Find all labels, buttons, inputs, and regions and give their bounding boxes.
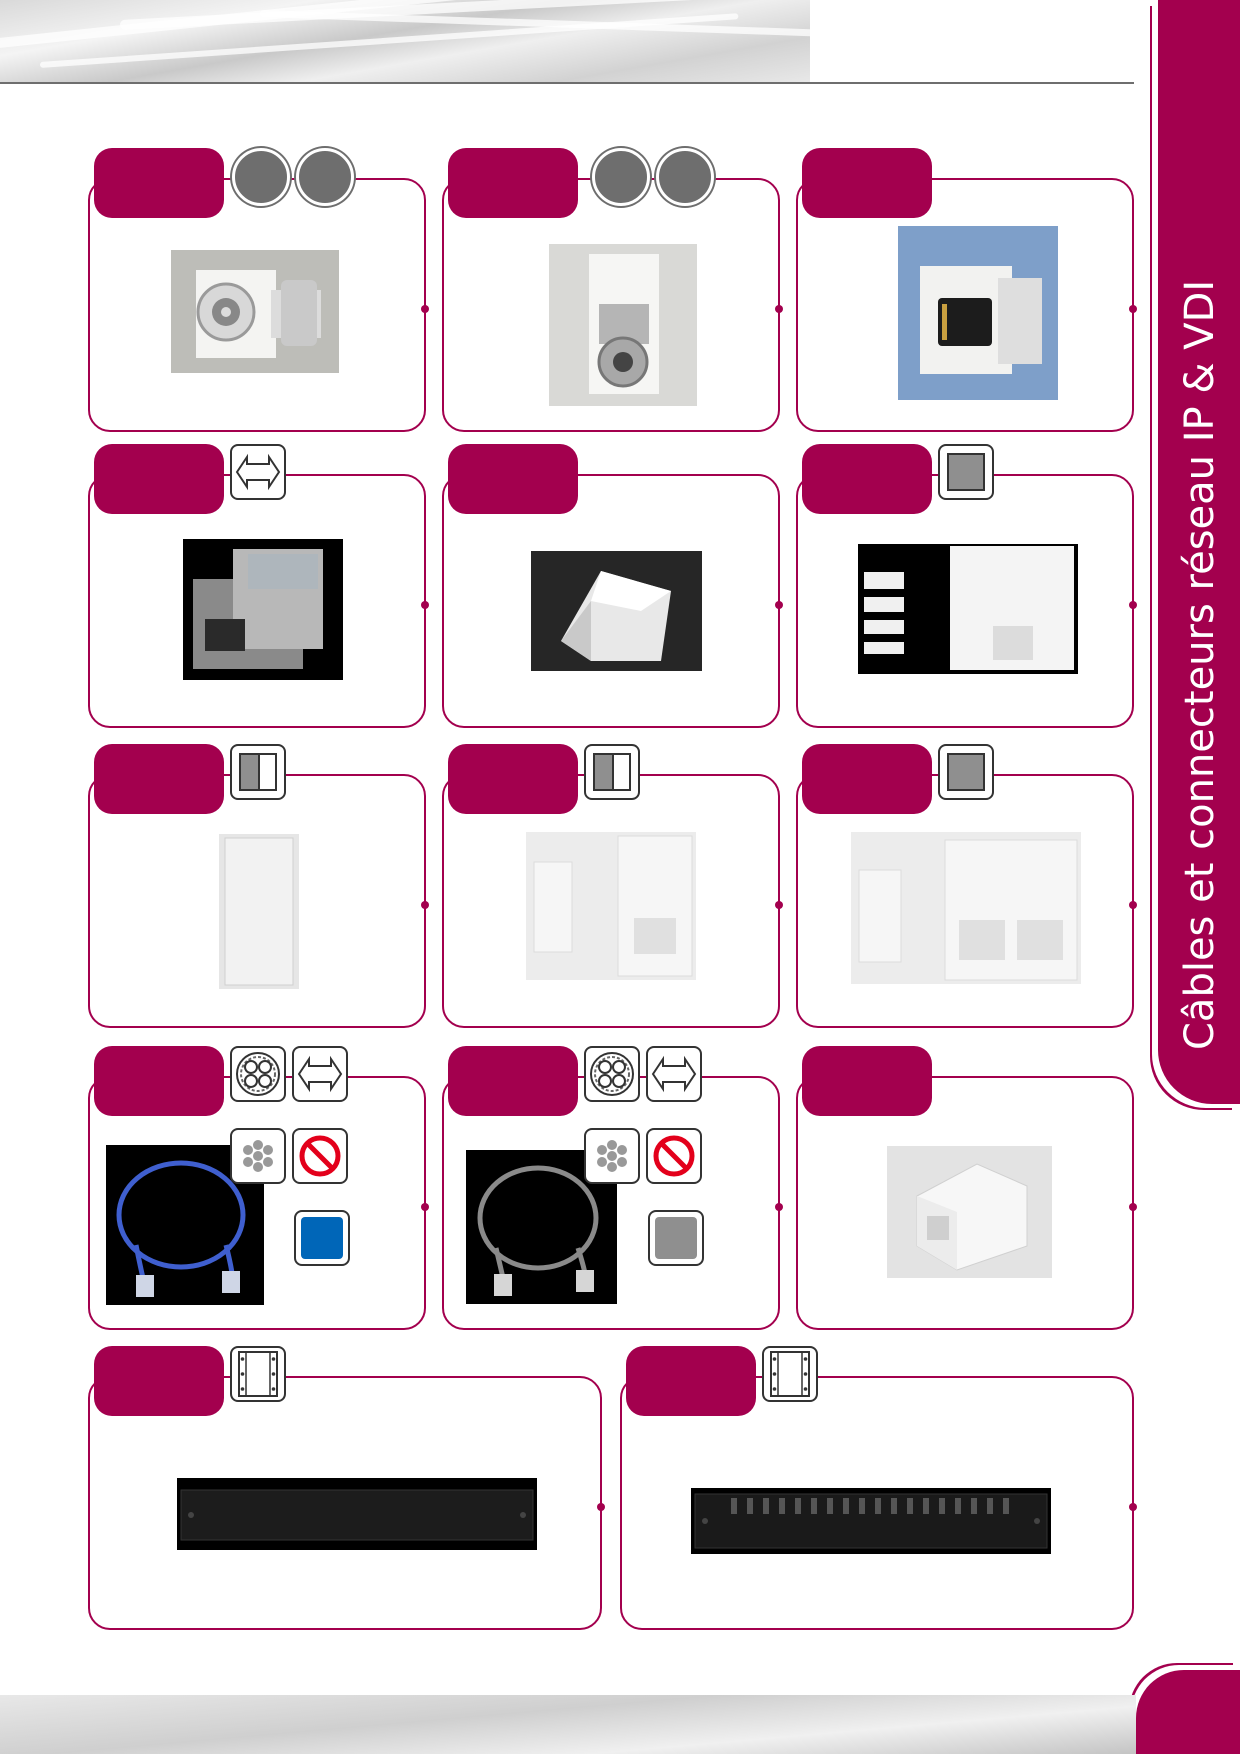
stranded-wire-icon: [230, 1128, 286, 1184]
half-module-icon: [584, 744, 640, 800]
shielded-rj45-keystone: [183, 539, 343, 680]
badge-group: [938, 744, 994, 800]
product-label: [94, 444, 224, 514]
card-frame: [88, 1376, 605, 1630]
product-card-cable-manager: [620, 1346, 1137, 1630]
product-label: [448, 444, 578, 514]
product-label: [448, 1046, 578, 1116]
product-label: [802, 148, 932, 218]
four-pair-icon: [584, 1046, 640, 1102]
product-label: [94, 1346, 224, 1416]
product-label: [94, 1046, 224, 1116]
product-card-f-type: [442, 148, 783, 432]
header-rule: [0, 82, 1134, 84]
product-card-half-plate: [442, 744, 783, 1028]
bidirectional-arrow-icon: [292, 1046, 348, 1102]
product-label: [448, 744, 578, 814]
rack-unit-icon: [762, 1346, 818, 1402]
product-card-patch-grey: [442, 1046, 783, 1330]
page-corner-tab: [1136, 1670, 1240, 1754]
half-module-icon: [230, 744, 286, 800]
product-card-dual-plate: [796, 744, 1137, 1028]
chapter-title: Câbles et connecteurs réseau IP & VDI: [1177, 279, 1223, 1050]
badge-group-secondary: [230, 1128, 348, 1184]
blue-swatch-icon: [294, 1210, 350, 1266]
bidirectional-arrow-icon: [646, 1046, 702, 1102]
badge-group: [230, 444, 286, 500]
card-frame: [442, 474, 783, 728]
badge-group-color: [648, 1210, 704, 1266]
product-card-bnc: [88, 148, 429, 432]
badge-group: [230, 744, 286, 800]
product-label: [626, 1346, 756, 1416]
badge-group-color: [294, 1210, 350, 1266]
card-frame: [620, 1376, 1137, 1630]
1u-blank-panel: [177, 1478, 537, 1550]
product-card-hdmi: [796, 148, 1137, 432]
badge-group: [592, 148, 714, 206]
hdmi-keystone-connector: [898, 226, 1058, 400]
card-frame: [796, 1076, 1137, 1330]
grey-swatch-icon: [648, 1210, 704, 1266]
badge-group: [584, 1046, 702, 1102]
grey-square-icon: [938, 744, 994, 800]
product-card-blank-panel: [88, 1346, 605, 1630]
product-card-patch-blue: [88, 1046, 429, 1330]
product-card-rj45-shielded: [88, 444, 429, 728]
grey-square-icon: [938, 444, 994, 500]
badge-group: [232, 148, 354, 206]
rack-unit-icon: [230, 1346, 286, 1402]
product-label: [802, 744, 932, 814]
single-port-faceplate: [858, 544, 1078, 674]
product-card-angled-adapter: [442, 444, 783, 728]
product-label: [802, 1046, 932, 1116]
product-label: [94, 148, 224, 218]
product-label: [802, 444, 932, 514]
footer-band: [0, 1695, 1136, 1754]
badge-group: [584, 744, 640, 800]
product-card-surface-box: [796, 1046, 1137, 1330]
bnc-keystone-connector: [171, 250, 339, 373]
chapter-side-tab: [1158, 0, 1240, 1104]
blank-half-module: [219, 834, 299, 989]
1u-cable-manager: [691, 1488, 1051, 1554]
angled-keystone-adapter: [531, 551, 702, 671]
half-width-faceplate: [526, 832, 696, 980]
no-halogen-icon: [292, 1128, 348, 1184]
grey-circle-icon: [656, 148, 714, 206]
product-label: [448, 148, 578, 218]
badge-group: [762, 1346, 818, 1402]
grey-circle-icon: [592, 148, 650, 206]
four-pair-icon: [230, 1046, 286, 1102]
stranded-wire-icon: [584, 1128, 640, 1184]
header-banner: [0, 0, 810, 82]
grey-patch-cord: [466, 1150, 617, 1304]
product-card-blank-module: [88, 744, 429, 1028]
f-type-keystone-connector: [549, 244, 697, 406]
grey-circle-icon: [296, 148, 354, 206]
badge-group: [230, 1346, 286, 1402]
badge-group: [938, 444, 994, 500]
badge-group: [230, 1046, 348, 1102]
product-card-single-plate: [796, 444, 1137, 728]
product-label: [94, 744, 224, 814]
bidirectional-arrow-icon: [230, 444, 286, 500]
grey-circle-icon: [232, 148, 290, 206]
dual-port-faceplate: [851, 832, 1081, 984]
card-frame: [796, 178, 1137, 432]
no-halogen-icon: [646, 1128, 702, 1184]
badge-group-secondary: [584, 1128, 702, 1184]
surface-mount-box: [887, 1146, 1052, 1278]
